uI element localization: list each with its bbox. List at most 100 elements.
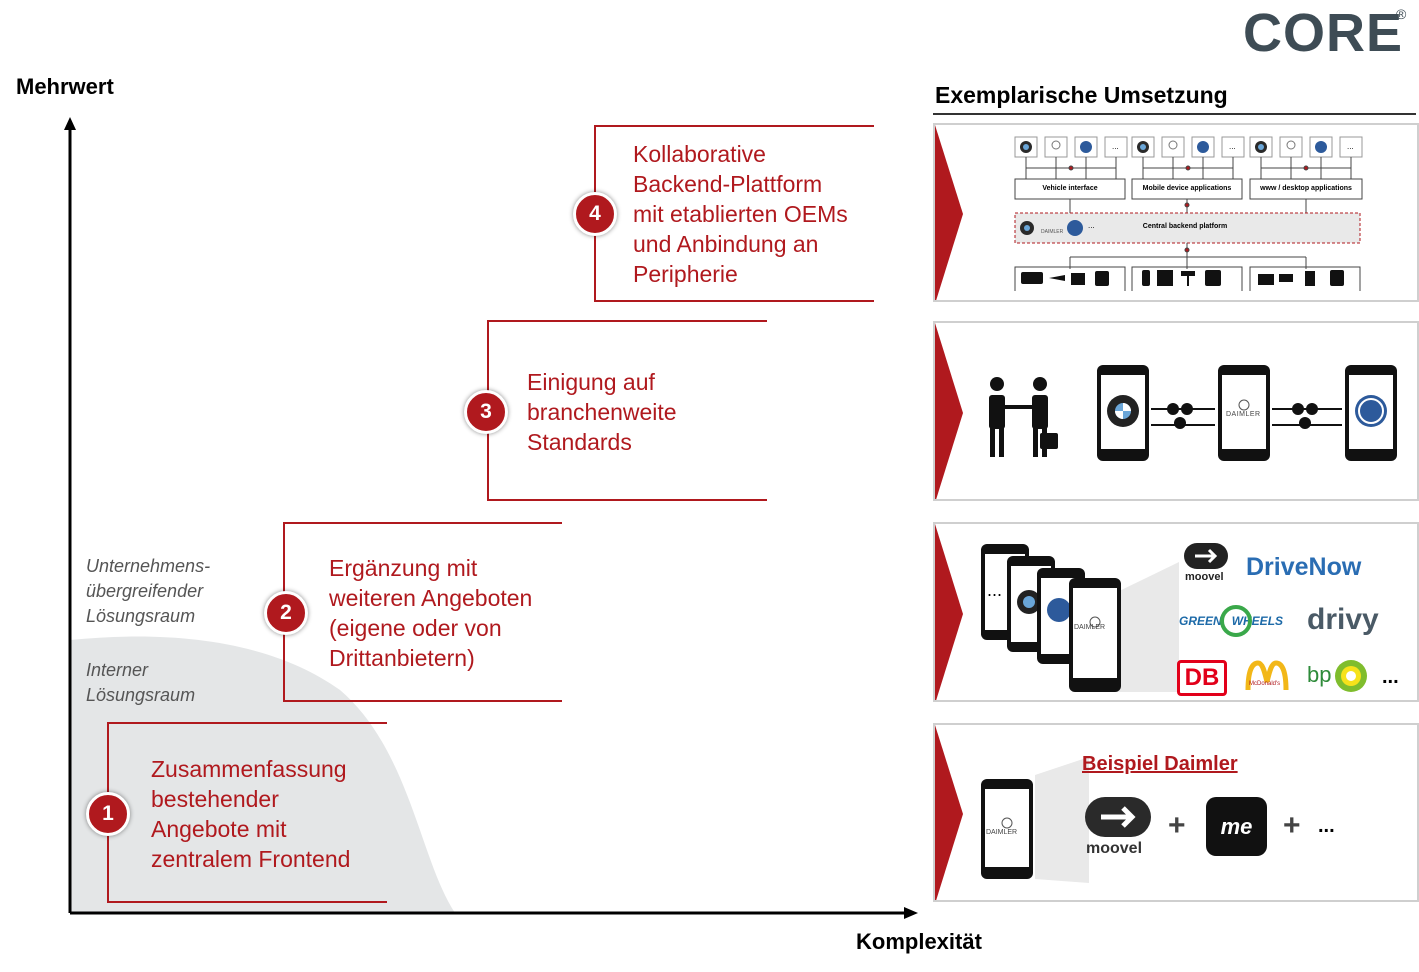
core-logo: CORE (1243, 2, 1403, 64)
core-logo-text: CORE (1243, 3, 1404, 63)
step-line: Ergänzung mit (329, 555, 478, 581)
step-3-text: Einigung auf branchenweite Standards (527, 367, 677, 457)
step-line: Peripherie (633, 261, 738, 287)
step-badge-3: 3 (464, 390, 508, 434)
step-line: Standards (527, 429, 632, 455)
region-line: Unternehmens- (86, 556, 211, 576)
plus-icon: + (1283, 809, 1301, 842)
example-panel-1: DAIMLER Beispiel Daimler moovel + me + .… (933, 723, 1419, 902)
panel-arrow (935, 125, 963, 300)
mcdonalds-label: McDonald's (1249, 681, 1281, 687)
mobile-apps-label: Mobile device applications (1142, 185, 1232, 192)
internal-region-label: Interner Lösungsraum (86, 658, 195, 708)
step-1-text: Zusammenfassung bestehender Angebote mit… (151, 754, 350, 874)
step-line: Kollaborative (633, 141, 766, 167)
example-panel-3: DAIMLER (933, 321, 1419, 501)
car-share-icon (1258, 274, 1274, 285)
panel-arrow (935, 323, 963, 499)
more-apps: ... (1318, 815, 1335, 837)
phones-daimler-label: DAIMLER (1074, 624, 1106, 631)
vw-icon (1080, 141, 1092, 153)
vw-icon (1315, 141, 1327, 153)
region-line: Lösungsraum (86, 685, 196, 705)
beispiel-daimler-title: Beispiel Daimler (1082, 753, 1238, 775)
me-app-icon: me (1206, 797, 1267, 856)
y-axis-label: Mehrwert (16, 74, 114, 99)
step-line: Einigung auf (527, 369, 655, 395)
phone-daimler-label: DAIMLER (986, 829, 1018, 836)
panel-arrow (935, 524, 963, 700)
plane-icon (1049, 275, 1065, 281)
standards-phones (1097, 365, 1397, 461)
backend-label: Central backend platform (1142, 223, 1228, 230)
moovel-label: moovel (1185, 571, 1224, 583)
registered-mark: ® (1396, 6, 1407, 22)
moovel-app-icon (1085, 797, 1151, 837)
daimler-icon (1089, 616, 1101, 628)
greenwheels-wheels: WHEELS (1231, 614, 1284, 628)
examples-title-underline (933, 113, 1416, 115)
example-panel-4: P ... ... ... Vehicle interface Mobile d… (933, 123, 1419, 302)
daimler-icon (1051, 140, 1061, 150)
logos-more: ... (1382, 666, 1399, 688)
phones-more: ... (987, 580, 1003, 600)
building-icon (1157, 270, 1173, 286)
backend-more: ... (1088, 221, 1095, 230)
step-badge-4: 4 (573, 192, 617, 236)
train-icon (1095, 271, 1109, 286)
vehicle-interface-label: Vehicle interface (1042, 185, 1098, 192)
handshake-icon (989, 377, 1058, 457)
bp-logo: bp (1307, 662, 1332, 687)
panel-arrow (935, 725, 963, 900)
parking-icon (1205, 270, 1221, 286)
step-line: und Anbindung an (633, 231, 819, 257)
bp-helios-icon (1335, 660, 1367, 692)
oem-group-2 (1131, 136, 1245, 158)
region-line: übergreifender (86, 581, 204, 601)
drivy-logo: drivy (1307, 603, 1379, 636)
vw-icon (1047, 598, 1071, 622)
oem-more-3: ... (1347, 142, 1354, 151)
step-line: mit etablierten OEMs (633, 201, 848, 227)
daimler-icon (1168, 140, 1178, 150)
maturity-diagram (64, 117, 918, 919)
daimler-phone (981, 757, 1089, 883)
step-line: Drittanbietern) (329, 645, 475, 671)
backend-daimler-label: DAIMLER (1041, 229, 1064, 235)
step-line: weiteren Angeboten (329, 585, 533, 611)
traffic-light-icon (1142, 270, 1150, 286)
region-line: Interner (86, 660, 149, 680)
mcdonalds-logo (1245, 660, 1289, 691)
oem-group-1 (1014, 136, 1128, 158)
vw-icon (1067, 220, 1083, 236)
fuel-icon (1305, 271, 1315, 286)
charging-icon (1330, 270, 1344, 286)
greenwheels-green: GREEN (1179, 614, 1222, 628)
me-app-label: me (1220, 814, 1253, 839)
daimler-icon (1286, 140, 1296, 150)
greenwheels-circle (1220, 605, 1252, 637)
daimler-icon (1238, 399, 1250, 411)
step-badge-2: 2 (264, 591, 308, 635)
step-line: (eigene oder von (329, 615, 502, 641)
cross-company-region-label: Unternehmens- übergreifender Lösungsraum (86, 554, 210, 629)
greenwheels-logo: GREEN WHEELS (1179, 614, 1283, 628)
step-line: Zusammenfassung (151, 756, 347, 782)
examples-title: Exemplarische Umsetzung (935, 82, 1228, 108)
plus-icon: + (1168, 809, 1186, 842)
backend-architecture-diagram: P (1014, 136, 1363, 291)
web-apps-label: www / desktop applications (1260, 185, 1352, 192)
step-line: branchenweite (527, 399, 677, 425)
step-line: Backend-Plattform (633, 171, 823, 197)
x-axis-label: Komplexität (856, 929, 982, 954)
oem-more-2: ... (1229, 142, 1236, 151)
vw-icon (1197, 141, 1209, 153)
step-2-text: Ergänzung mit weiteren Angeboten (eigene… (329, 553, 532, 673)
moovel-app-label: moovel (1086, 840, 1143, 857)
y-axis-arrow (64, 117, 76, 130)
step-line: zentralem Frontend (151, 846, 351, 872)
phone-daimler-label: DAIMLER (1226, 411, 1261, 418)
daimler-icon (1001, 817, 1013, 829)
oem-more-1: ... (1112, 142, 1119, 151)
